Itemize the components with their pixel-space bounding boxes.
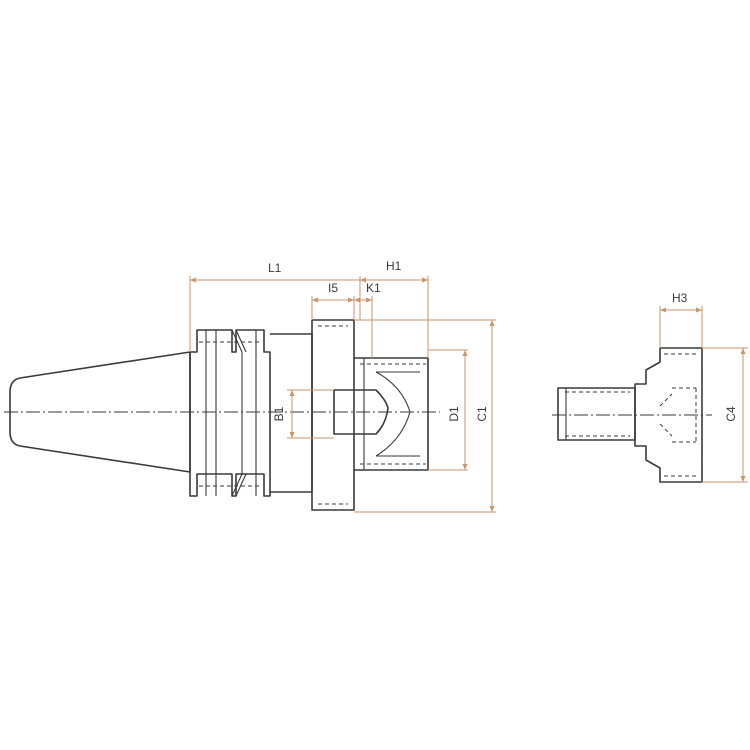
retention-key	[552, 347, 712, 483]
dim-D1-arrow-end	[462, 464, 468, 470]
dim-H1-arrow-end	[422, 277, 428, 283]
dim-label-C1: C1	[475, 406, 489, 422]
dimensions	[189, 276, 748, 513]
dim-C4-arrow-end	[740, 476, 746, 482]
dim-label-I5: I5	[328, 281, 338, 295]
dim-B1-arrow-end	[289, 432, 295, 438]
tool-holder	[4, 319, 440, 511]
dim-label-H3: H3	[672, 291, 688, 305]
dim-label-H1: H1	[386, 259, 402, 273]
dim-I5-arrow-start	[312, 297, 318, 303]
v-groove	[231, 329, 247, 497]
dim-L1-arrow-start	[190, 277, 196, 283]
dim-K1-arrow-end	[366, 297, 372, 303]
dim-C1-arrow-start	[489, 320, 495, 326]
dim-label-L1: L1	[268, 261, 282, 275]
dim-label-K1: K1	[366, 281, 381, 295]
dim-C4-arrow-start	[740, 348, 746, 354]
dim-H3-arrow-start	[660, 307, 666, 313]
dim-label-B1: B1	[272, 406, 286, 421]
collet-bore	[333, 389, 389, 435]
nut	[354, 357, 429, 471]
dim-H3-arrow-end	[696, 307, 702, 313]
threaded-shank	[557, 387, 636, 441]
dim-H1-arrow-start	[360, 277, 366, 283]
dim-K1-arrow-start	[354, 297, 360, 303]
dim-I5-arrow-end	[348, 297, 354, 303]
dim-B1-arrow-start	[289, 390, 295, 396]
dim-D1-arrow-start	[462, 350, 468, 356]
dim-label-C4: C4	[724, 406, 738, 422]
dim-label-D1: D1	[447, 406, 461, 422]
dim-C1-arrow-end	[489, 506, 495, 512]
taper-shank	[9, 351, 191, 473]
flange-ring	[189, 329, 271, 497]
collar	[311, 319, 355, 511]
